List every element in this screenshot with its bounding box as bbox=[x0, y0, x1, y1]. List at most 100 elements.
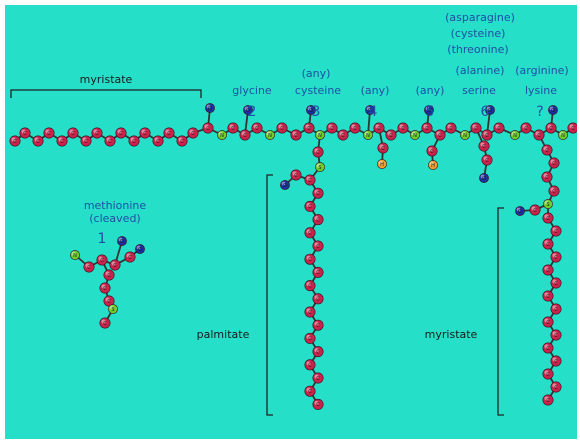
atom-sphere bbox=[251, 122, 263, 134]
atom-letter: C bbox=[280, 126, 284, 132]
atom-letter: C bbox=[60, 139, 64, 145]
atom-highlight bbox=[306, 361, 311, 366]
atom-letter: C bbox=[191, 131, 195, 137]
atom-highlight bbox=[522, 124, 527, 129]
atom-sphere bbox=[550, 277, 562, 289]
position-6: 6 bbox=[481, 104, 490, 120]
carbon-atom: C bbox=[251, 122, 263, 134]
atom-highlight bbox=[206, 104, 211, 109]
atom-letter: C bbox=[401, 126, 405, 132]
atom-highlight bbox=[480, 142, 485, 147]
atom-highlight bbox=[306, 176, 311, 181]
atom-highlight bbox=[379, 144, 384, 149]
atom-sphere bbox=[550, 355, 562, 367]
atom-letter: C bbox=[554, 255, 558, 261]
atom-letter: C bbox=[119, 131, 123, 137]
any-5-label: (any) bbox=[416, 84, 445, 97]
atom-sphere bbox=[421, 122, 433, 134]
atom-sphere bbox=[326, 122, 338, 134]
atom-letter: S bbox=[111, 307, 114, 313]
atom-letter: C bbox=[554, 359, 558, 365]
atom-letter: N bbox=[268, 133, 272, 139]
atom-sphere bbox=[542, 394, 554, 406]
atom-sphere bbox=[428, 160, 438, 170]
atom-sphere bbox=[304, 332, 316, 344]
atom-sphere bbox=[424, 105, 434, 115]
atom-sphere bbox=[205, 103, 215, 113]
nitrogen-atom: N bbox=[217, 130, 227, 140]
atom-letter: C bbox=[389, 133, 393, 139]
atom-sphere bbox=[187, 127, 199, 139]
atom-sphere bbox=[548, 157, 560, 169]
atom-sphere bbox=[312, 293, 324, 305]
carbon-atom: C bbox=[548, 157, 560, 169]
atom-letter: O bbox=[208, 106, 212, 112]
atom-highlight bbox=[316, 163, 321, 168]
atom-highlight bbox=[314, 321, 319, 326]
atom-highlight bbox=[549, 106, 554, 111]
atom-highlight bbox=[109, 305, 114, 310]
carbon-atom: C bbox=[520, 122, 532, 134]
nitrogen-atom: N bbox=[363, 130, 373, 140]
atom-letter: C bbox=[107, 273, 111, 279]
carbon-atom: C bbox=[550, 329, 562, 341]
carbon-atom: C bbox=[176, 135, 188, 147]
carbon-atom: C bbox=[385, 129, 397, 141]
atom-letter: C bbox=[545, 175, 549, 181]
atom-letter: C bbox=[316, 270, 320, 276]
atom-highlight bbox=[339, 131, 344, 136]
atom-sphere bbox=[541, 171, 553, 183]
cysteine-alt-label: (cysteine) bbox=[451, 27, 506, 40]
position-1: 1 bbox=[98, 231, 107, 247]
atom-letter: C bbox=[13, 139, 17, 145]
atom-highlight bbox=[552, 383, 557, 388]
atom-highlight bbox=[189, 129, 194, 134]
atom-highlight bbox=[547, 124, 552, 129]
atom-highlight bbox=[486, 106, 491, 111]
carbon-atom: C bbox=[304, 280, 316, 292]
carbon-atom: C bbox=[478, 140, 490, 152]
atom-sphere bbox=[542, 238, 554, 250]
carbon-atom: C bbox=[481, 154, 493, 166]
atom-sphere bbox=[550, 329, 562, 341]
atom-highlight bbox=[316, 131, 321, 136]
cysteine-any-label: (any) bbox=[302, 67, 331, 80]
atom-sphere bbox=[43, 127, 55, 139]
atom-sphere bbox=[543, 199, 553, 209]
carbon-atom: C bbox=[542, 368, 554, 380]
atom-highlight bbox=[544, 292, 549, 297]
oxygen-atom: O bbox=[117, 236, 127, 246]
atom-letter: O bbox=[246, 108, 250, 114]
carbon-atom: C bbox=[304, 332, 316, 344]
atom-sphere bbox=[304, 306, 316, 318]
carbon-atom: C bbox=[104, 135, 116, 147]
atom-sphere bbox=[312, 398, 324, 410]
atom-sphere bbox=[9, 135, 21, 147]
threonine-label: (threonine) bbox=[447, 43, 508, 56]
carbon-atom: C bbox=[312, 346, 324, 358]
carbon-atom: C bbox=[32, 135, 44, 147]
carbon-atom: C bbox=[109, 259, 121, 271]
carbon-atom: C bbox=[99, 282, 111, 294]
atom-highlight bbox=[483, 156, 488, 161]
carbon-atom: C bbox=[326, 122, 338, 134]
atom-sphere bbox=[377, 142, 389, 154]
atom-sphere bbox=[280, 180, 290, 190]
atom-sphere bbox=[99, 317, 111, 329]
hydrogen-atom: H bbox=[428, 160, 438, 170]
atom-highlight bbox=[178, 137, 183, 142]
atom-highlight bbox=[544, 318, 549, 323]
atom-highlight bbox=[306, 282, 311, 287]
atom-highlight bbox=[375, 124, 380, 129]
carbon-atom: C bbox=[542, 342, 554, 354]
atom-highlight bbox=[106, 137, 111, 142]
carbon-atom: C bbox=[426, 145, 438, 157]
atom-sphere bbox=[550, 251, 562, 263]
carbon-atom: C bbox=[152, 135, 164, 147]
methionine-label: methionine bbox=[84, 199, 147, 212]
myristate-side-bracket bbox=[497, 207, 504, 416]
carbon-atom: C bbox=[312, 398, 324, 410]
atom-highlight bbox=[253, 124, 258, 129]
atom-letter: O bbox=[551, 108, 555, 114]
nitrogen-atom: N bbox=[70, 250, 80, 260]
